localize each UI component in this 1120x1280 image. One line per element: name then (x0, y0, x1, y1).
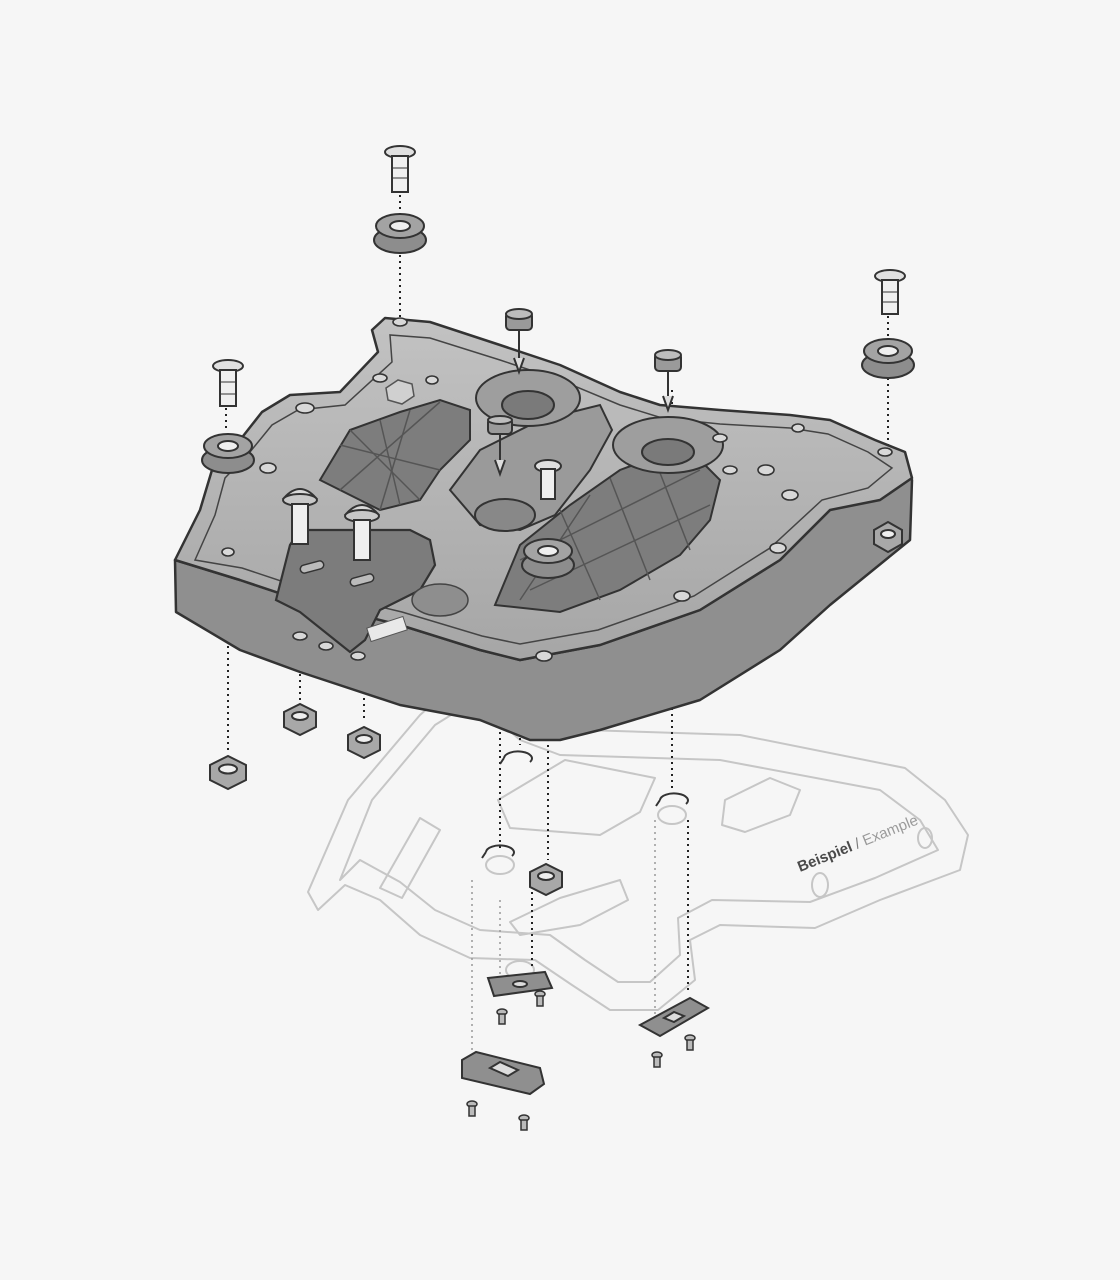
plate-hole (722, 465, 738, 475)
example-label-separator: / (848, 834, 866, 854)
guide-lines-light (471, 820, 656, 1065)
plate-hole (392, 317, 408, 327)
top-socket-inner (501, 390, 555, 420)
plate-hole (781, 489, 799, 501)
rack-frame-inner (339, 699, 939, 983)
rack-slot-4 (509, 879, 629, 936)
plate-inner-edge (193, 334, 894, 645)
hex-nut-right (873, 520, 903, 554)
hex-nut-left-1 (283, 702, 317, 737)
screw-top (384, 145, 416, 193)
bracket-slot (299, 560, 325, 574)
small-screw (684, 1034, 696, 1051)
rubber-washer-right (861, 338, 915, 379)
circlip-1 (499, 750, 533, 765)
screw-center (534, 459, 562, 500)
bracket-slot (349, 573, 375, 587)
small-screws (466, 990, 696, 1131)
small-screw (466, 1100, 478, 1117)
small-screw (496, 1008, 508, 1025)
rack-hole-4 (485, 855, 515, 875)
counter-plate-center (486, 970, 554, 998)
small-screw (518, 1114, 530, 1131)
plate-hole (757, 464, 775, 476)
hex-nut-left-3 (209, 754, 247, 791)
circlip-3 (655, 792, 689, 807)
plate-label-patch (366, 615, 408, 643)
rack-hole-5 (657, 805, 687, 825)
plate-hole (292, 631, 308, 641)
rack-slot-2 (721, 777, 801, 833)
plate-hole (259, 462, 277, 474)
rack-slot-1 (497, 759, 656, 836)
button-bolt-2 (343, 504, 381, 561)
plate-mount-holes (221, 317, 893, 662)
plate-hole (221, 547, 235, 557)
rack-hole-2 (917, 827, 933, 849)
center-socket (474, 498, 536, 532)
example-label-secondary: Example (860, 812, 920, 850)
button-bolt-1 (281, 488, 319, 545)
plate-hole (877, 447, 893, 457)
rubber-washer-left (201, 433, 255, 474)
hex-nut-left-2 (347, 725, 381, 760)
circlip-2 (481, 844, 515, 859)
locking-pin-right (654, 349, 682, 413)
rack-frame-outline (307, 654, 969, 1011)
plate-hole (535, 650, 553, 662)
hex-nut-center (529, 862, 563, 897)
rack-hole-1 (811, 872, 829, 898)
locking-pin-top (505, 308, 533, 375)
small-screw (651, 1051, 663, 1068)
adapter-plate (173, 316, 914, 742)
screw-left (212, 359, 244, 407)
rubber-washer-center (521, 538, 575, 579)
plate-hole (372, 373, 388, 383)
locking-pin-center (487, 415, 513, 477)
plate-hole (425, 375, 439, 385)
plate-hole (318, 641, 334, 651)
counter-plate-right (637, 996, 711, 1038)
rack-slot-3 (379, 817, 441, 899)
bracket-hole (350, 651, 366, 661)
plate-hole (769, 542, 787, 554)
right-socket-inner (641, 438, 695, 466)
example-label-primary: Beispiel (795, 838, 855, 875)
left-cavity-ribs (339, 401, 441, 511)
plate-hole (712, 433, 728, 443)
rubber-washer-top (373, 213, 427, 254)
plate-logo-mark (411, 583, 469, 617)
example-rack-frame (307, 654, 969, 1011)
screw-right (874, 269, 906, 315)
plate-hole (295, 402, 315, 414)
plate-hole (673, 590, 691, 602)
plate-hole (791, 423, 805, 433)
counter-plate-bottom (461, 1050, 546, 1096)
small-screw (534, 990, 546, 1007)
plate-embedded-nut (385, 379, 415, 405)
